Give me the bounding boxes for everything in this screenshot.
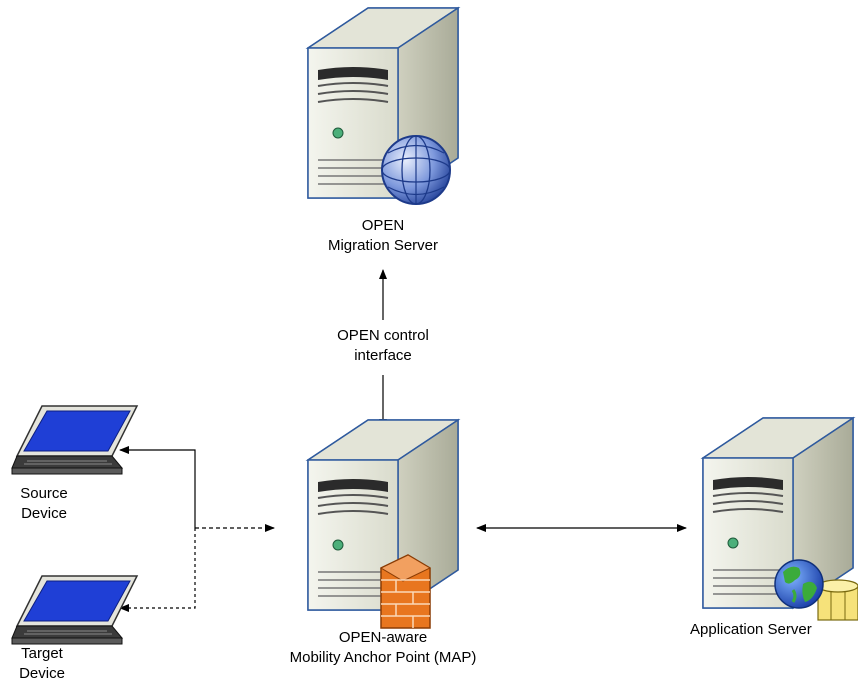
target-laptop-icon: [11, 575, 138, 645]
map-server: [307, 419, 459, 629]
earth-icon: [774, 559, 824, 609]
control-interface-label: OPEN control interface: [337, 327, 429, 364]
source-laptop-icon: [11, 405, 138, 475]
target-device-link: [119, 528, 196, 612]
source-device-link: [119, 446, 196, 528]
globe-icon: [381, 135, 451, 205]
migration-server-label: OPEN Migration Server: [327, 217, 439, 254]
firewall-icon: [379, 554, 432, 629]
connections: [119, 269, 687, 612]
application-server-label: Application Server: [690, 621, 812, 638]
migration-server: [307, 7, 459, 205]
map-server-label: OPEN-aware Mobility Anchor Point (MAP): [289, 629, 477, 666]
database-icon: [817, 579, 858, 621]
target-device-label: Target Device: [19, 645, 65, 682]
source-device-label: Source Device: [20, 485, 68, 522]
application-server: [702, 417, 858, 621]
